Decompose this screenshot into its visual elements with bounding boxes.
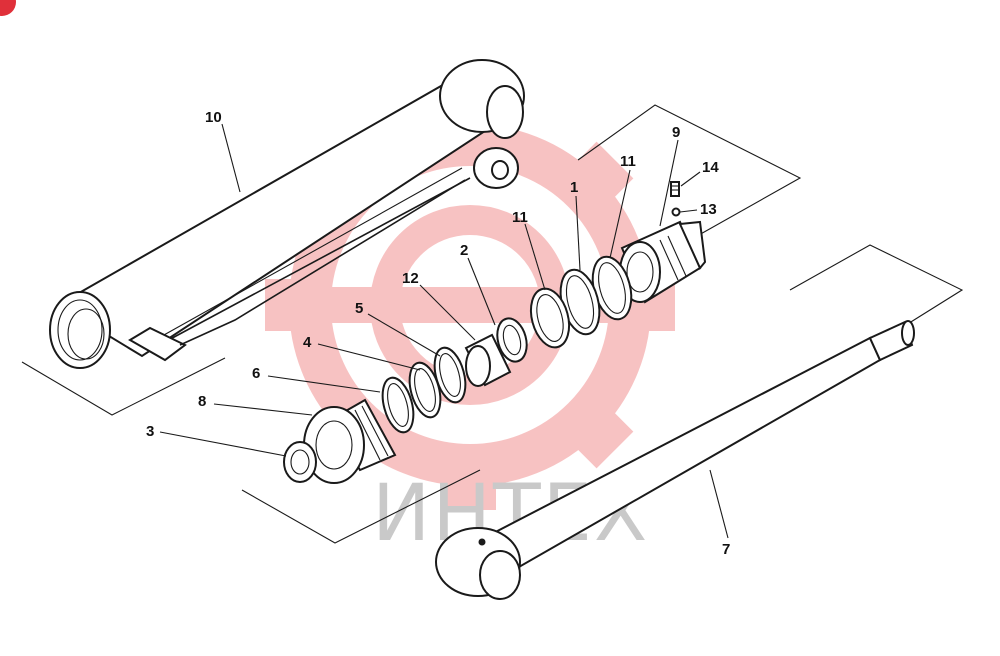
callout-11-right: 11 (620, 153, 636, 170)
callout-5: 5 (355, 300, 363, 317)
callout-11-left: 11 (512, 209, 528, 226)
callout-12: 12 (402, 270, 419, 287)
cylinder-head (303, 398, 397, 484)
wiper (283, 441, 317, 483)
callout-3: 3 (146, 423, 154, 440)
set-screw (670, 181, 680, 197)
piston-rod (435, 320, 915, 600)
callout-1: 1 (570, 179, 578, 196)
corner-badge-icon (0, 0, 16, 16)
callout-8: 8 (198, 393, 206, 410)
wear-ring-left (529, 287, 571, 349)
backup-ring (408, 361, 442, 419)
callout-9: 9 (672, 124, 680, 141)
wear-ring-right (591, 255, 633, 321)
callout-4: 4 (303, 334, 312, 351)
retaining-ring (381, 376, 415, 434)
callout-2: 2 (460, 242, 468, 259)
callout-13: 13 (700, 201, 717, 218)
callout-14: 14 (702, 159, 719, 176)
callout-7: 7 (722, 541, 730, 558)
ball (671, 207, 681, 217)
bushing (464, 333, 512, 387)
cylinder-tube (49, 59, 525, 369)
o-ring (433, 346, 467, 404)
callout-10: 10 (205, 109, 222, 126)
callout-labels: 10 7 9 11 1 11 2 12 5 4 6 8 3 14 13 (146, 109, 730, 558)
group-boundary-lines (21, 104, 964, 544)
callout-6: 6 (252, 365, 260, 382)
leader-lines (159, 123, 729, 539)
spacer-ring (496, 317, 528, 363)
